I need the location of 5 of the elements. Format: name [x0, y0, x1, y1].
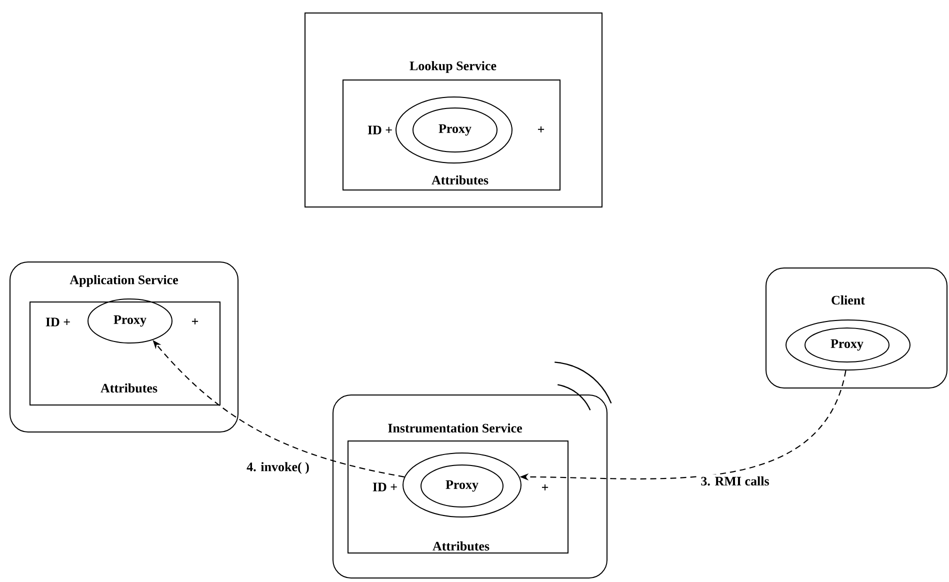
outer-ellipse [786, 320, 910, 370]
outer-ellipse [402, 452, 522, 518]
edge-label: 3. RMI calls [698, 474, 772, 488]
edge-label: 4. invoke( ) [244, 460, 312, 476]
outer-ellipse [396, 96, 512, 164]
